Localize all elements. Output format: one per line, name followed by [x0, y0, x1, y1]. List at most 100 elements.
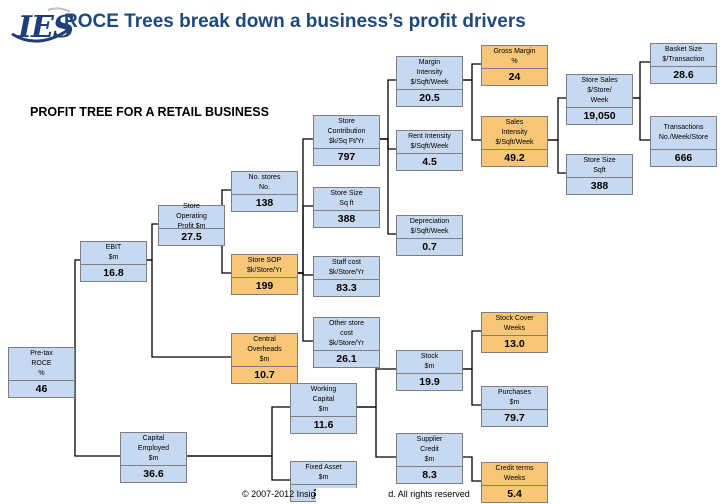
node-value: 0.7	[396, 238, 463, 256]
node-label: EBIT $m	[80, 241, 147, 264]
node-label: Staff cost $k/Store/Yr	[313, 256, 380, 279]
connector-storecontr-deprec	[380, 138, 396, 235]
node-value: 26.1	[313, 350, 380, 368]
connector-storesop-storesize1	[298, 205, 313, 274]
footer-overlay	[316, 488, 388, 504]
page-title: ROCE Trees break down a business’s profi…	[64, 11, 526, 32]
node-label: Gross Margin %	[481, 45, 548, 68]
connector-margin-grossmargin	[463, 63, 481, 81]
node-value: 36.6	[120, 465, 187, 483]
connector-stock-stockcover	[463, 330, 481, 370]
node-label: Store Contribution $k/Sq Ft/Yr	[313, 115, 380, 148]
node-value: 19.9	[396, 373, 463, 391]
node-value: 11.6	[290, 416, 357, 434]
connector-ebit-centralov	[147, 259, 231, 358]
logo-swoosh-icon	[11, 7, 71, 43]
node-value: 388	[313, 210, 380, 228]
connector-capemp-fixedasset	[187, 455, 290, 481]
connector-capemp-workcap	[187, 406, 290, 457]
node-label: Store Operating Profit $m	[158, 203, 225, 230]
node-label: Other store cost $k/Store/Yr	[313, 317, 380, 350]
node-value: 199	[231, 277, 298, 295]
node-label: Depreciation $/Sqft/Week	[396, 215, 463, 238]
node-label: Store Size Sqft	[566, 154, 633, 177]
node-value: 20.5	[396, 89, 463, 107]
node-label: Sales Intensity $/Sqft/Week	[481, 116, 548, 149]
node-value: 46	[8, 380, 75, 398]
connector-storesales-basket	[633, 61, 650, 99]
connector-stock-purchases	[463, 368, 481, 406]
node-label: Purchases $m	[481, 386, 548, 409]
connector-ebit-storeop	[147, 223, 158, 261]
node-value: 28.6	[650, 66, 717, 84]
connector-margin-sales	[463, 79, 481, 141]
node-value: 10.7	[231, 366, 298, 384]
node-value: 79.7	[481, 409, 548, 427]
node-value: 797	[313, 148, 380, 166]
tree-subtitle: PROFIT TREE FOR A RETAIL BUSINESS	[30, 105, 269, 119]
connector-storecontr-margin	[380, 79, 396, 140]
node-value: 24	[481, 68, 548, 86]
node-label: Store Sales $/Store/ Week	[566, 74, 633, 107]
connector-storesop-otherstore	[298, 272, 313, 342]
node-gross-margin: Gross Margin %24	[481, 45, 548, 86]
node-label: Stock Cover Weeks	[481, 312, 548, 335]
node-label: Supplier Credit $m	[396, 433, 463, 466]
node-pretax-roce: Pre-tax ROCE %46	[8, 347, 75, 398]
connector-pretax-ebit	[74, 259, 80, 371]
node-label: No. stores No.	[231, 171, 298, 194]
node-value: 4.5	[396, 153, 463, 171]
node-label: Pre-tax ROCE %	[8, 347, 75, 380]
connector-supplier-creditterms	[463, 456, 481, 482]
node-label: Transactions No./Week/Store	[650, 116, 717, 149]
node-label: Basket Size $/Transaction	[650, 43, 717, 66]
connector-sales-storesize2	[548, 139, 566, 174]
node-label: Central Overheads $m	[231, 333, 298, 366]
ies-logo: IES	[8, 4, 75, 48]
node-value: 138	[231, 194, 298, 212]
node-value: 49.2	[481, 149, 548, 167]
node-label: Store Size Sq ft	[313, 187, 380, 210]
logo-text: IES	[18, 10, 75, 45]
node-label: Credit terms Weeks	[481, 462, 548, 485]
node-no-stores: No. stores No.138	[231, 171, 298, 212]
node-label: Capital Employed $m	[120, 432, 187, 465]
node-value: 388	[566, 177, 633, 195]
connector-workcap-supplier	[357, 406, 396, 458]
node-label: Working Capital $m	[290, 383, 357, 416]
node-value: 13.0	[481, 335, 548, 353]
node-value: 8.3	[396, 466, 463, 484]
node-label: Margin Intensity $/Sqft/Week	[396, 56, 463, 89]
node-label: Fixed Asset $m	[290, 461, 357, 484]
node-value: 19,050	[566, 107, 633, 125]
node-label: Stock $m	[396, 350, 463, 373]
connector-pretax-capemp	[74, 371, 120, 457]
connector-workcap-stock	[357, 368, 396, 408]
node-value: 5.4	[481, 485, 548, 503]
node-label: Rent Intensity $/Sqft/Week	[396, 130, 463, 153]
node-value: 83.3	[313, 279, 380, 297]
